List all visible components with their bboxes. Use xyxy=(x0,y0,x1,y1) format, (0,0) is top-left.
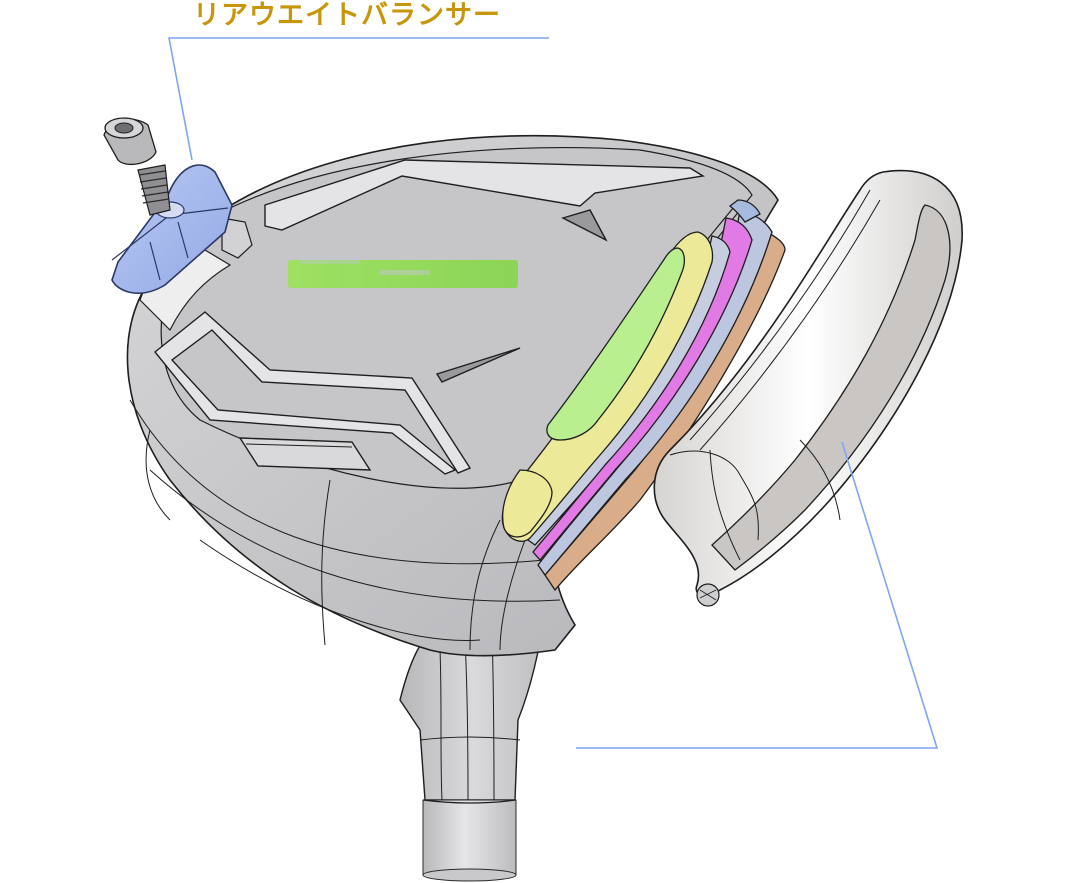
face-plate xyxy=(653,169,963,607)
layer-yellow-lower xyxy=(502,469,553,538)
cutaway-layers xyxy=(501,199,786,592)
weight-screw xyxy=(103,117,171,216)
layer-green xyxy=(546,247,685,441)
crown xyxy=(154,147,753,489)
crown-logo xyxy=(288,258,518,288)
rear-weight-balancer-label: リアウエイトバランサー xyxy=(193,0,501,31)
face-plate-leader-line xyxy=(576,441,939,749)
rear-weight-leader-line xyxy=(168,37,549,161)
hosel xyxy=(399,609,546,882)
